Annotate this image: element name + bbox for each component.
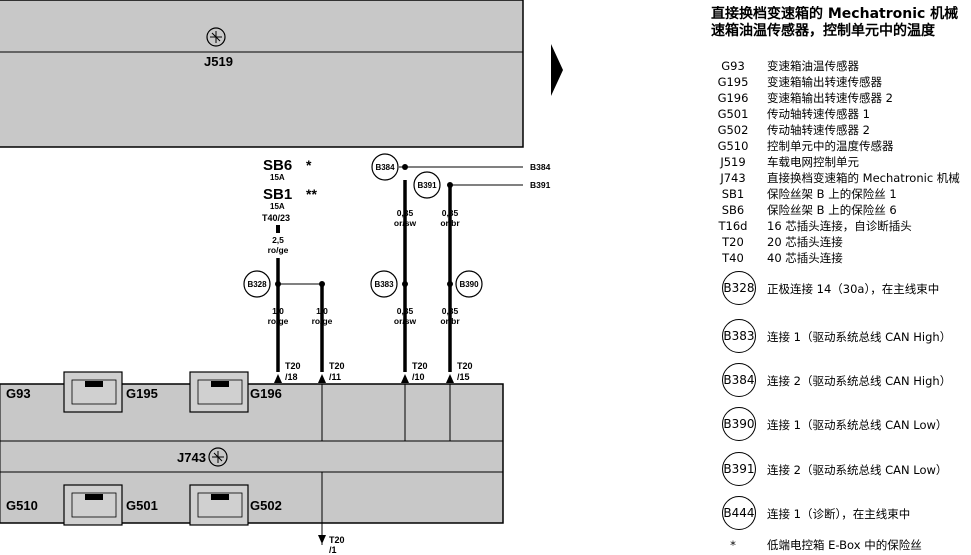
legend-code: G510 (717, 139, 749, 153)
wire-size-1: 2,5 (272, 235, 284, 245)
legend-desc: 车载电网控制单元 (767, 155, 859, 169)
wiring-diagram: J519 SB6 15A * SB1 15A ** T40/23 2,5 ro/… (0, 0, 551, 555)
legend-code: G501 (717, 107, 749, 121)
legend-desc: 变速箱输出转速传感器 (767, 75, 882, 89)
connection-code: B384 (722, 363, 756, 397)
pin-t20-conn-1: T20 (285, 361, 301, 371)
legend-desc: 控制单元中的温度传感器 (767, 139, 894, 153)
connection-desc: 连接 2（驱动系统总线 CAN High） (767, 374, 952, 388)
j519-module (0, 0, 524, 148)
legend-code: J519 (720, 155, 746, 169)
sensor-g501-symbol (63, 484, 123, 526)
wire-size-6: 0,35 (397, 306, 414, 316)
legend-desc: 传动轴转速传感器 2 (767, 123, 870, 137)
legend-title-line-2: 速箱油温传感器，控制单元中的温度 (711, 23, 935, 39)
sensor-g196-label: G196 (250, 386, 282, 401)
legend-desc: 变速箱油温传感器 (767, 59, 859, 73)
wire-color-4: or/sw (394, 218, 417, 228)
pin-t20-num-5: /1 (329, 545, 337, 555)
connection-desc: 连接 1（驱动系统总线 CAN Low） (767, 418, 948, 432)
connection-code: B444 (722, 496, 756, 530)
wire-color-2: ro/ge (268, 316, 289, 326)
right-label-b391: B391 (530, 180, 551, 190)
connection-code: B383 (722, 319, 756, 353)
fuse-sb1-mark: ** (306, 186, 317, 202)
pin-t20-conn-5: T20 (329, 535, 345, 545)
wire-color-1: ro/ge (268, 245, 289, 255)
legend-desc: 保险丝架 B 上的保险丝 6 (767, 203, 897, 217)
wire-size-4: 0,35 (397, 208, 414, 218)
legend-desc: 变速箱输出转速传感器 2 (767, 91, 893, 105)
j743-ground-symbol (208, 447, 228, 467)
legend-code: G93 (721, 59, 745, 73)
sensor-g195-label: G195 (126, 386, 158, 401)
legend-code: J743 (720, 171, 746, 185)
sensor-g501-label: G501 (126, 498, 158, 513)
fuse-sb1-amp: 15A (270, 202, 285, 211)
fuse-sb6-mark: * (306, 157, 312, 173)
fuse-sb1-label: SB1 (263, 186, 292, 203)
pin-t20-num-3: /10 (412, 372, 425, 382)
sensor-g195-symbol (63, 371, 123, 413)
note-desc: 低端电控箱 E-Box 中的保险丝 (767, 538, 922, 552)
fuse-sb6-label: SB6 (263, 157, 292, 174)
legend-code: SB6 (721, 203, 745, 217)
connection-code: B391 (722, 452, 756, 486)
pin-t20-num-2: /11 (329, 372, 341, 382)
pin-t20-num-4: /15 (457, 372, 470, 382)
wire-color-5: or/br (440, 218, 460, 228)
legend-code: G195 (717, 75, 749, 89)
connector-t40-label: T40/23 (262, 213, 290, 223)
connection-code: B328 (722, 271, 756, 305)
pin-t20-num-1: /18 (285, 372, 298, 382)
sensor-g502-label: G502 (250, 498, 282, 513)
right-label-b384: B384 (530, 162, 551, 172)
node-b328: B328 (247, 280, 267, 289)
legend-code: G502 (717, 123, 749, 137)
j743-label: J743 (177, 450, 206, 465)
sensor-g93-label: G93 (6, 386, 31, 401)
legend-desc: 直接换档变速箱的 Mechatronic 机械 (767, 171, 960, 185)
node-b383: B383 (374, 280, 394, 289)
legend-desc: 传动轴转速传感器 1 (767, 107, 870, 121)
wire-color-7: or/br (440, 316, 460, 326)
wire-size-5: 0,35 (442, 208, 459, 218)
connection-desc: 正极连接 14（30a），在主线束中 (767, 282, 940, 296)
legend-title-line-1: 直接换档变速箱的 Mechatronic 机械 (711, 6, 959, 22)
pin-t20-conn-2: T20 (329, 361, 345, 371)
legend-code: T20 (722, 235, 744, 249)
connection-desc: 连接 1（诊断），在主线束中 (767, 507, 911, 521)
j519-label: J519 (204, 54, 233, 69)
wire-color-6: or/sw (394, 316, 417, 326)
sensor-g502-symbol (189, 484, 249, 526)
sensor-g196-symbol (189, 371, 249, 413)
node-b390: B390 (459, 280, 479, 289)
legend-desc: 保险丝架 B 上的保险丝 1 (767, 187, 897, 201)
legend-desc: 16 芯插头连接，自诊断插头 (767, 219, 912, 233)
wire-size-3: 1,0 (316, 306, 328, 316)
sensor-g510-label: G510 (6, 498, 38, 513)
node-b391: B391 (417, 181, 437, 190)
next-page-arrow-icon[interactable] (551, 44, 563, 96)
j519-ground-symbol (206, 27, 226, 47)
legend-code: SB1 (721, 187, 745, 201)
legend-code: T16d (718, 219, 748, 233)
connection-code: B390 (722, 407, 756, 441)
wire-color-3: ro/ge (312, 316, 333, 326)
legend-code: G196 (717, 91, 749, 105)
legend-code: T40 (722, 251, 744, 265)
pin-t20-conn-3: T20 (412, 361, 428, 371)
legend-desc: 40 芯插头连接 (767, 251, 843, 265)
connection-desc: 连接 1（驱动系统总线 CAN High） (767, 330, 952, 344)
fuse-sb6-amp: 15A (270, 173, 285, 182)
legend-panel: 直接换档变速箱的 Mechatronic 机械 速箱油温传感器，控制单元中的温度… (705, 6, 971, 555)
wire-size-7: 0,35 (442, 306, 459, 316)
note-code: * (730, 538, 736, 552)
legend-desc: 20 芯插头连接 (767, 235, 843, 249)
connection-desc: 连接 2（驱动系统总线 CAN Low） (767, 463, 948, 477)
node-b384: B384 (375, 163, 395, 172)
wire-size-2: 1,0 (272, 306, 284, 316)
pin-t20-conn-4: T20 (457, 361, 473, 371)
